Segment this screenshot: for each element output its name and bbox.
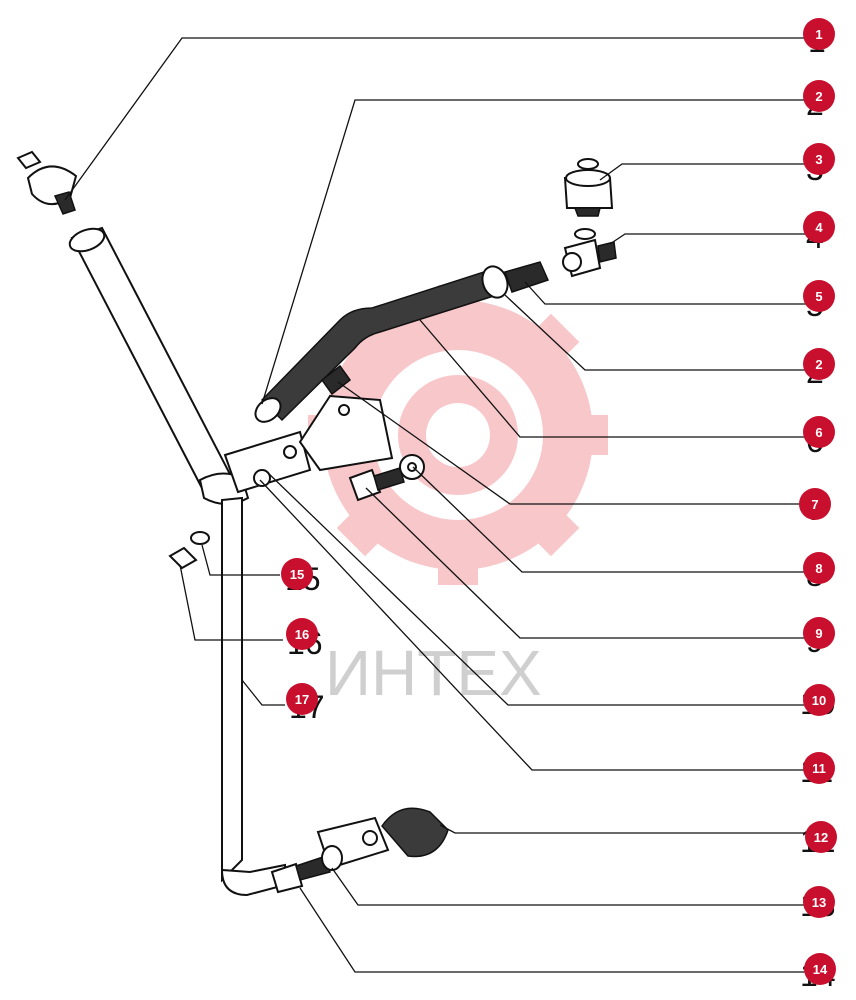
callout-4: 4 4 — [803, 211, 835, 255]
callout-14: 14 14 — [800, 953, 836, 993]
callout-11: 11 11 — [800, 752, 835, 789]
callout-13: 13 13 — [800, 886, 836, 923]
callout-8: 8 8 — [803, 552, 835, 593]
lower-washer — [321, 845, 343, 871]
callout-2-upper: 2 2 — [803, 80, 835, 122]
lever-tube — [68, 226, 250, 505]
callout-5: 5 5 — [803, 280, 835, 323]
svg-text:3: 3 — [815, 152, 822, 167]
svg-text:12: 12 — [814, 830, 828, 845]
svg-text:7: 7 — [811, 497, 818, 512]
svg-text:8: 8 — [815, 561, 822, 576]
svg-text:11: 11 — [812, 761, 826, 776]
callout-16: 16 16 — [286, 618, 323, 661]
svg-text:9: 9 — [815, 626, 822, 641]
hose-clamp-upper — [254, 397, 282, 423]
svg-text:2: 2 — [815, 89, 822, 104]
svg-text:10: 10 — [812, 693, 826, 708]
svg-text:14: 14 — [813, 962, 828, 977]
callout-7: 7 7 — [799, 488, 831, 527]
lever-bracket — [223, 430, 312, 494]
callout-15: 15 15 — [281, 558, 321, 597]
watermark-text: ИНТЕХ — [325, 637, 542, 709]
hose-fitting — [504, 261, 550, 293]
callout-1: 1 1 — [803, 18, 835, 59]
callout-6: 6 6 — [803, 416, 835, 459]
bracket-bolt — [320, 364, 352, 396]
callout-2-lower: 2 2 — [803, 348, 835, 390]
tee-fitting — [562, 228, 617, 278]
lower-bolt — [270, 855, 331, 894]
rubber-gasket — [381, 807, 449, 858]
cap-nut — [563, 158, 614, 217]
svg-text:15: 15 — [290, 567, 304, 582]
callout-10: 10 10 — [800, 684, 836, 721]
lever-knob — [16, 150, 78, 215]
callout-12: 12 12 — [800, 821, 837, 859]
svg-text:6: 6 — [815, 425, 822, 440]
bolt — [348, 467, 405, 502]
washer-small — [190, 531, 210, 545]
callout-9: 9 9 — [803, 617, 835, 659]
angle-bracket — [298, 394, 394, 472]
svg-text:13: 13 — [812, 895, 826, 910]
nut-small — [168, 546, 198, 570]
svg-text:1: 1 — [815, 27, 822, 42]
svg-text:5: 5 — [815, 289, 822, 304]
svg-text:17: 17 — [295, 692, 309, 707]
leader-lines — [64, 37, 806, 973]
washer — [399, 454, 425, 480]
callout-3: 3 3 — [803, 143, 835, 187]
svg-text:16: 16 — [295, 627, 309, 642]
svg-text:4: 4 — [815, 220, 823, 235]
svg-text:2: 2 — [815, 357, 822, 372]
callout-17: 17 17 — [286, 683, 325, 725]
shift-rod — [220, 496, 286, 897]
